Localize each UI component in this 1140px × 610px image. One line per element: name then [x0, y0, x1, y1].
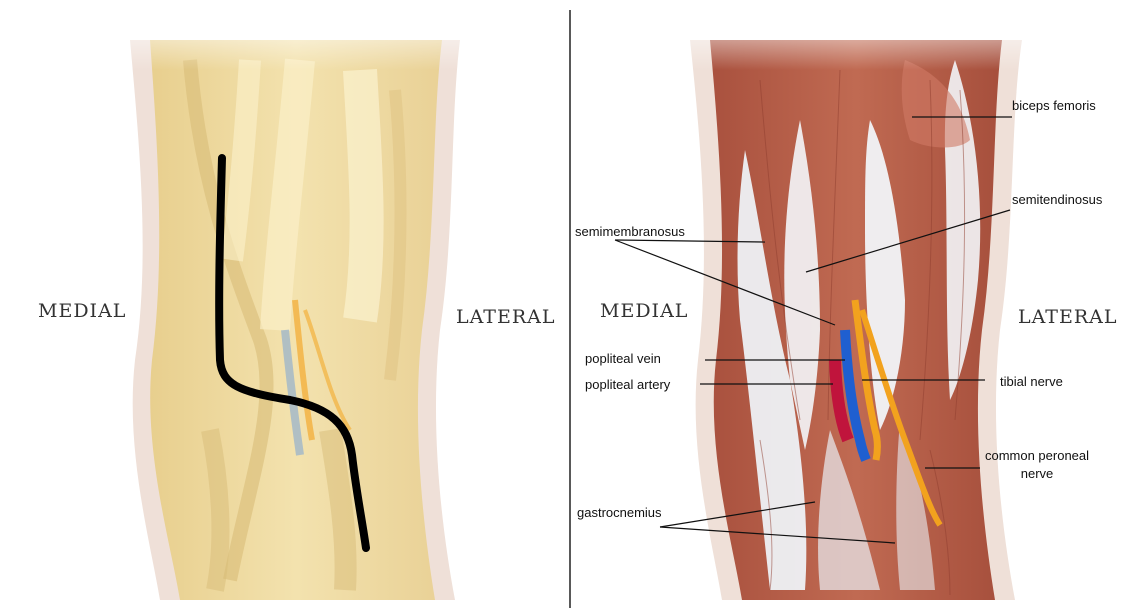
- right-lateral-label: LATERAL: [1018, 306, 1118, 328]
- label-semitendinosus: semitendinosus: [1012, 192, 1102, 207]
- left-muscle-band: [210, 430, 220, 590]
- right-knee-illustration: [680, 0, 1030, 600]
- label-semimembranosus: semimembranosus: [575, 224, 685, 239]
- left-lateral-label: LATERAL: [456, 306, 556, 328]
- label-popliteal-artery: popliteal artery: [585, 377, 670, 392]
- label-common-peroneal-nerve-line2: nerve: [982, 466, 1092, 481]
- right-medial-label: MEDIAL: [600, 300, 688, 322]
- label-common-peroneal-nerve-line1: common peroneal: [982, 448, 1092, 463]
- label-tibial-nerve: tibial nerve: [1000, 374, 1063, 389]
- label-popliteal-vein: popliteal vein: [585, 351, 661, 366]
- left-knee-illustration: [120, 0, 470, 600]
- left-muscle-band: [360, 70, 367, 320]
- left-medial-label: MEDIAL: [38, 300, 126, 322]
- label-gastrocnemius: gastrocnemius: [577, 505, 662, 520]
- label-biceps-femoris: biceps femoris: [1012, 98, 1096, 113]
